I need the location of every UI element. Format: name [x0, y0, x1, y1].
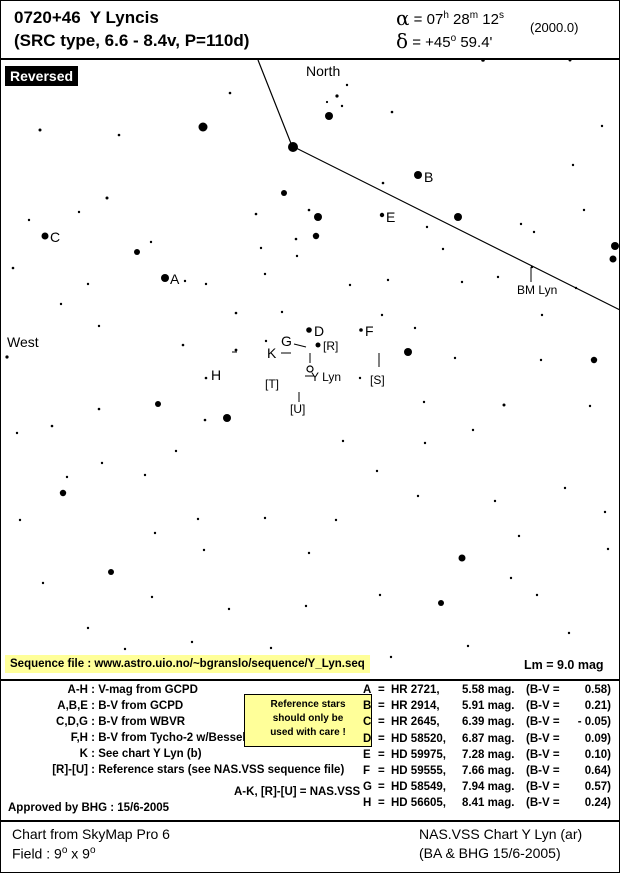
- star-e: [379, 212, 385, 218]
- declination: δ = +45o 59.4': [396, 29, 493, 53]
- limiting-magnitude: Lm = 9.0 mag: [524, 658, 604, 672]
- approval: Approved by BHG : 15/6-2005: [8, 802, 170, 814]
- star: [59, 489, 67, 497]
- footer-chart-id: NAS.VSS Chart Y Lyn (ar): [419, 826, 583, 842]
- g-pointer: [293, 343, 307, 348]
- label-h: H: [211, 367, 221, 383]
- star: [404, 348, 412, 356]
- label-r: [R]: [323, 339, 338, 353]
- footer-field: Field : 9o x 9o: [12, 845, 96, 862]
- stars: [5, 60, 619, 671]
- chart-header: 0720+46 Y Lyncis (SRC type, 6.6 - 8.4v, …: [0, 0, 620, 60]
- chart-footer: [0, 820, 620, 875]
- note-line: F,H : B-V from Tycho-2 w/Bessell: [70, 732, 249, 744]
- label-a: A: [170, 271, 180, 287]
- label-k: K: [267, 345, 277, 361]
- reversed-badge: Reversed: [5, 66, 79, 86]
- star: [223, 414, 231, 422]
- label-north: North: [306, 63, 340, 79]
- chart-subtitle: (SRC type, 6.6 - 8.4v, P=110d): [14, 31, 250, 50]
- label-b: B: [424, 169, 433, 185]
- star: [454, 213, 462, 221]
- star: [438, 600, 444, 606]
- label-t: [T]: [265, 377, 279, 391]
- label-f: F: [365, 323, 374, 339]
- star: [155, 401, 161, 407]
- note-line: [R]-[U] : Reference stars (see NAS.VSS s…: [52, 764, 345, 776]
- footer-authors: (BA & BHG 15/6-2005): [419, 845, 561, 861]
- label-u: [U]: [290, 402, 305, 416]
- label-west: West: [7, 334, 39, 350]
- star: [314, 213, 322, 221]
- label-g: G: [281, 333, 292, 349]
- star-f: [359, 328, 363, 332]
- star: [288, 142, 298, 152]
- note-line: K : See chart Y Lyn (b): [79, 748, 202, 760]
- label-d: D: [314, 323, 324, 339]
- note-line: C,D,G : B-V from WBVR: [56, 716, 186, 728]
- label-s: [S]: [370, 373, 385, 387]
- epoch: (2000.0): [530, 20, 579, 35]
- star: [312, 232, 320, 240]
- variable-star-y-lyn: [306, 365, 314, 373]
- star-r: [315, 342, 321, 348]
- star-a: [161, 274, 169, 282]
- footer-software: Chart from SkyMap Pro 6: [12, 826, 170, 842]
- star: [198, 122, 208, 132]
- nas-note: A-K, [R]-[U] = NAS.VSS: [234, 786, 361, 798]
- star: [325, 112, 333, 120]
- star: [609, 255, 617, 263]
- sequence-file-link[interactable]: Sequence file : www.astro.uio.no/~bgrans…: [5, 655, 370, 673]
- star: [134, 249, 140, 255]
- label-bm-lyn: BM Lyn: [517, 283, 557, 297]
- star: [611, 242, 619, 250]
- constellation-boundary: [257, 60, 620, 311]
- right-ascension: α = 07h 28m 12s: [396, 6, 504, 30]
- chart-title: 0720+46 Y Lyncis: [14, 8, 159, 27]
- star-map: North West B E C A D F G K H [R] [S] [T]…: [0, 60, 620, 680]
- note-line: A,B,E : B-V from GCPD: [57, 700, 184, 712]
- star-b: [414, 171, 422, 179]
- star-c: [41, 232, 49, 240]
- label-c: C: [50, 229, 60, 245]
- star: [108, 569, 114, 575]
- star-field: North West B E C A D F G K H [R] [S] [T]…: [5, 60, 620, 671]
- label-y-lyn: Y Lyn: [311, 370, 341, 384]
- star-d: [306, 327, 312, 333]
- star: [590, 356, 598, 364]
- star: [281, 190, 287, 196]
- label-e: E: [386, 209, 395, 225]
- star: [458, 554, 466, 562]
- notes-panel: [0, 679, 620, 821]
- note-line: A-H : V-mag from GCPD: [67, 684, 198, 696]
- reference-warning: Reference stars should only be used with…: [244, 694, 372, 747]
